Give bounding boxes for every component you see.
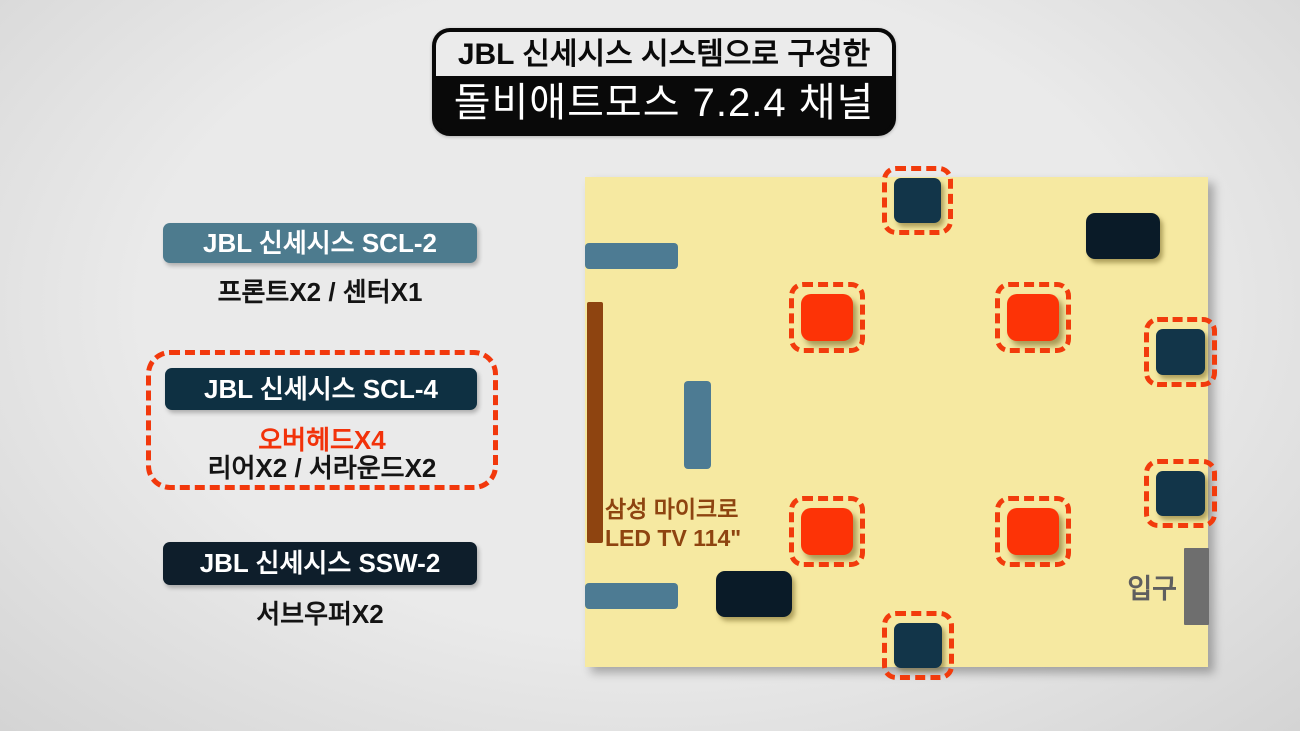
overhead-speaker-1-bracket [789, 282, 865, 353]
overhead-speaker-1 [789, 282, 865, 353]
tv-label-line2: LED TV 114" [605, 525, 742, 551]
legend-scl2-desc: 프론트X2 / 센터X1 [217, 277, 423, 307]
title-line2: 돌비애트모스 7.2.4 채널 [436, 76, 892, 132]
tv-screen [587, 302, 603, 543]
tv-label-line1: 삼성 마이크로 [605, 496, 739, 522]
legend-ssw2-desc: 서브우퍼X2 [256, 599, 384, 629]
legend-ssw2-chip: JBL 신세시스 SSW-2 [163, 542, 477, 585]
overhead-speaker-3 [789, 496, 865, 567]
subwoofer-1 [1086, 213, 1160, 259]
legend-scl4-chip: JBL 신세시스 SCL-4 [165, 368, 477, 410]
overhead-speaker-4 [995, 496, 1071, 567]
front-speaker-right [585, 583, 678, 609]
entrance-door [1184, 548, 1209, 625]
legend-scl4-rear-desc: 리어X2 / 서라운드X2 [207, 453, 437, 483]
legend-scl4-group-outline [146, 350, 498, 490]
center-speaker [684, 381, 711, 469]
legend-scl4-overhead-desc: 오버헤드X4 [258, 425, 386, 455]
room-floorplan: 삼성 마이크로 LED TV 114" 입구 [585, 166, 1217, 680]
rear-speaker-2-bracket [1144, 459, 1217, 528]
surround-speaker-right-bracket [882, 611, 954, 680]
overhead-speaker-2-bracket [995, 282, 1071, 353]
surround-speaker-right [882, 611, 954, 680]
rear-speaker-1 [1144, 317, 1217, 387]
entrance-label: 입구 [1127, 574, 1177, 604]
legend-scl2-chip: JBL 신세시스 SCL-2 [163, 223, 477, 263]
front-speaker-left [585, 243, 678, 269]
overhead-speaker-3-bracket [789, 496, 865, 567]
tv-label: 삼성 마이크로 LED TV 114" [605, 495, 805, 553]
subwoofer-2 [716, 571, 792, 617]
overhead-speaker-2 [995, 282, 1071, 353]
title-line1: JBL 신세시스 시스템으로 구성한 [436, 32, 892, 76]
title-banner: JBL 신세시스 시스템으로 구성한 돌비애트모스 7.2.4 채널 [432, 28, 896, 136]
surround-speaker-left [882, 166, 953, 235]
rear-speaker-2 [1144, 459, 1217, 528]
overhead-speaker-4-bracket [995, 496, 1071, 567]
rear-speaker-1-bracket [1144, 317, 1217, 387]
surround-speaker-left-bracket [882, 166, 953, 235]
